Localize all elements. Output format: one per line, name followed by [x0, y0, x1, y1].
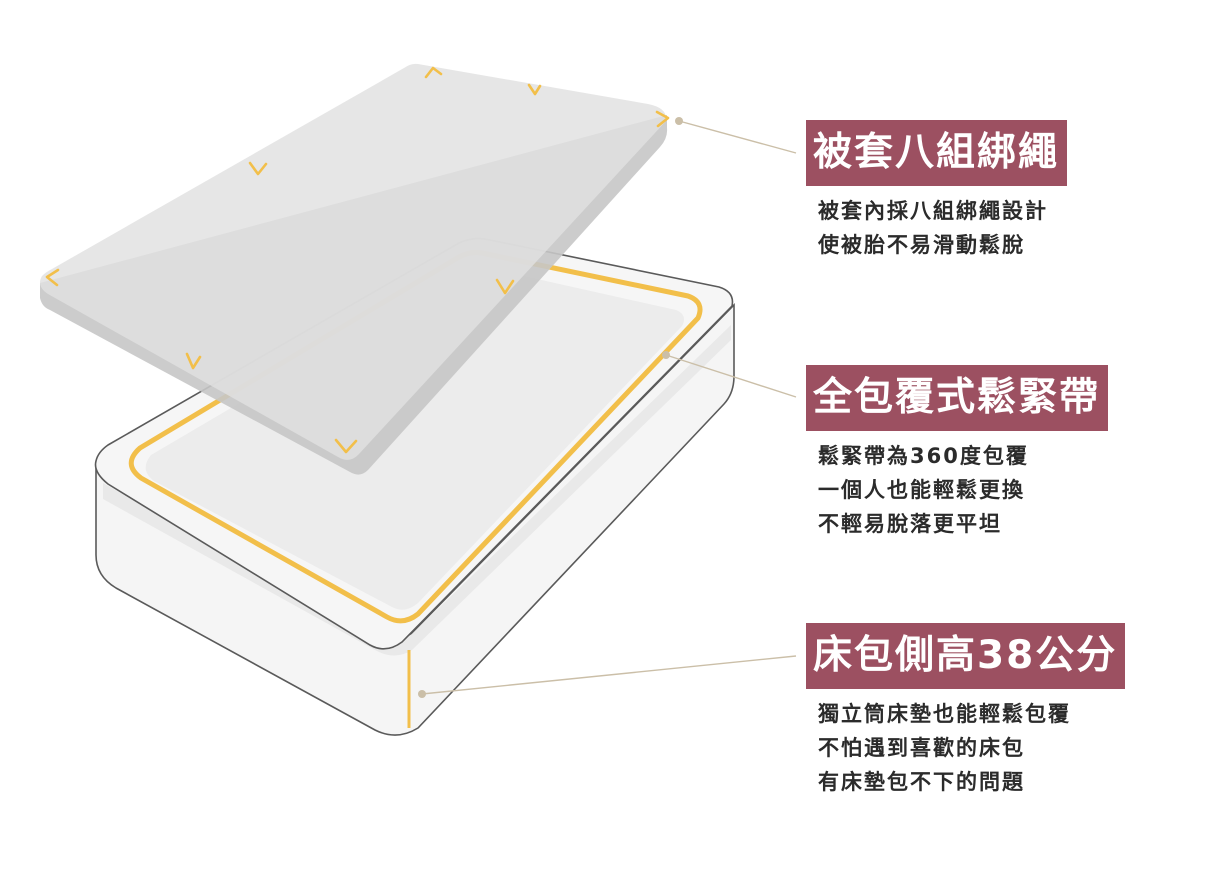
feature-line: 被套內採八組綁繩設計: [818, 199, 1048, 223]
feature-line: 鬆緊帶為360度包覆: [818, 444, 1029, 468]
leader-dot-height: [418, 690, 426, 698]
tie-marker-icon: [334, 438, 358, 454]
leader-dot-tie: [675, 117, 683, 125]
feature-description: 被套內採八組綁繩設計 使被胎不易滑動鬆脫: [806, 194, 1067, 262]
tie-marker-icon: [424, 66, 443, 79]
leader-dot-elastic: [662, 351, 670, 359]
leader-line-height: [421, 655, 797, 695]
feature-line: 獨立筒床墊也能輕鬆包覆: [818, 702, 1071, 726]
feature-description: 鬆緊帶為360度包覆 一個人也能輕鬆更換 不輕易脫落更平坦: [806, 439, 1108, 541]
tie-marker-icon: [495, 278, 515, 295]
tie-markers: [45, 66, 670, 454]
feature-side-height: 床包側高38公分 獨立筒床墊也能輕鬆包覆 不怕遇到喜歡的床包 有床墊包不下的問題: [806, 623, 1126, 799]
tie-marker-icon: [185, 352, 202, 370]
feature-line: 有床墊包不下的問題: [818, 770, 1025, 794]
feature-description: 獨立筒床墊也能輕鬆包覆 不怕遇到喜歡的床包 有床墊包不下的問題: [806, 697, 1125, 799]
feature-line: 使被胎不易滑動鬆脫: [818, 233, 1025, 257]
feature-title: 全包覆式鬆緊帶: [806, 365, 1109, 431]
tie-marker-icon: [248, 161, 268, 176]
leader-line-elastic: [665, 354, 797, 398]
feature-line: 不輕易脫落更平坦: [818, 512, 1002, 536]
feature-elastic-band: 全包覆式鬆緊帶 鬆緊帶為360度包覆 一個人也能輕鬆更換 不輕易脫落更平坦: [806, 365, 1109, 541]
duvet-cover: [40, 63, 670, 475]
feature-tie-strings: 被套八組綁繩 被套內採八組綁繩設計 使被胎不易滑動鬆脫: [806, 120, 1068, 262]
leader-lines: [418, 117, 797, 698]
fitted-sheet-mattress: [94, 237, 735, 736]
tie-marker-icon: [527, 83, 542, 96]
mattress-inner-top: [145, 266, 684, 610]
feature-line: 一個人也能輕鬆更換: [818, 478, 1025, 502]
leader-line-tie: [678, 120, 797, 154]
feature-title: 被套八組綁繩: [806, 120, 1068, 186]
feature-line: 不怕遇到喜歡的床包: [818, 736, 1025, 760]
tie-marker-icon: [45, 268, 60, 287]
feature-title: 床包側高38公分: [806, 623, 1126, 689]
tie-marker-icon: [655, 110, 670, 128]
